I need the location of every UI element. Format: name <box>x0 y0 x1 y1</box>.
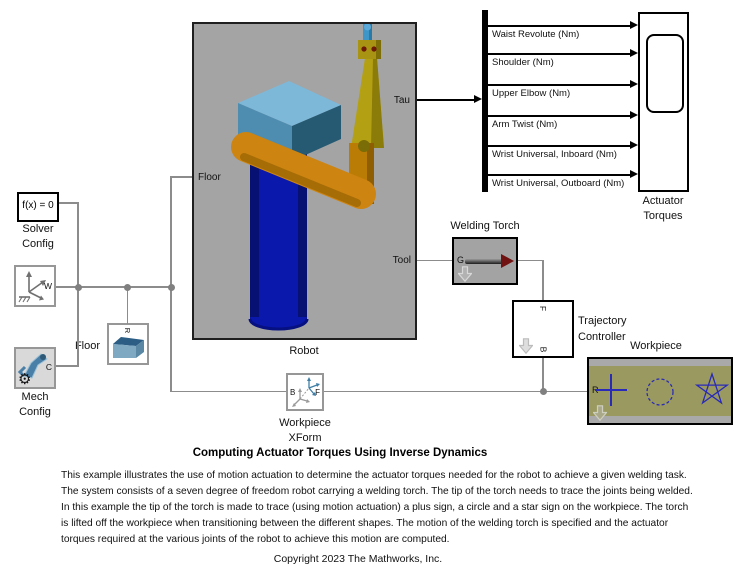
brick-icon <box>113 337 144 358</box>
torque-signal-label: Waist Revolute (Nm) <box>492 29 580 40</box>
signal-arrowhead-icon <box>630 111 638 120</box>
wire-world-main[interactable] <box>56 286 172 288</box>
plus-symbol <box>595 374 627 406</box>
tau-arrowhead-icon <box>474 95 482 104</box>
port-label-f: F <box>538 305 549 312</box>
wire-tool[interactable] <box>417 259 452 261</box>
workpiece-xform-block[interactable]: B F <box>286 373 324 411</box>
trajectory-controller-label: Trajectory Controller <box>578 315 627 343</box>
torque-signal-wire[interactable] <box>488 145 630 147</box>
actuator-torques-scope-block[interactable] <box>638 12 689 192</box>
signal-arrowhead-icon <box>630 49 638 58</box>
robot-block[interactable]: Floor Tau Tool <box>192 22 417 340</box>
world-frame-icon <box>18 271 46 303</box>
trajectory-controller-block[interactable]: F B <box>512 300 574 358</box>
mech-config-label: Mech Config <box>19 391 51 418</box>
port-label-tau: Tau <box>393 95 410 106</box>
torch-rod-icon <box>465 259 505 264</box>
look-inside-icon[interactable] <box>458 266 472 282</box>
floor-brick-label: Floor <box>74 340 100 352</box>
wire-torch-out-h[interactable] <box>518 259 544 261</box>
demux-bar-block[interactable] <box>482 10 488 192</box>
robot-arm-icon <box>17 353 48 379</box>
annotation-description: This example illustrates the use of moti… <box>61 470 693 545</box>
welding-torch-block[interactable]: G <box>452 237 518 285</box>
workpiece-label: Workpiece <box>630 340 682 352</box>
port-label-c: C <box>45 362 52 372</box>
wire-torch-out-v[interactable] <box>542 259 544 301</box>
world-frame-block[interactable]: W <box>14 265 56 307</box>
junction-dot <box>124 283 131 291</box>
workpiece-bottom-strip <box>589 416 731 423</box>
wire-xform-out[interactable] <box>324 390 587 392</box>
port-label-g: G <box>457 255 465 265</box>
torque-signal-label: Arm Twist (Nm) <box>492 119 558 130</box>
signal-arrowhead-icon <box>630 21 638 30</box>
scope-screen <box>646 34 684 113</box>
port-label-f: F <box>315 388 320 397</box>
mech-config-block[interactable]: ⚙ C <box>14 347 56 389</box>
transform-icon <box>292 377 320 407</box>
solver-config-label: Solver Config <box>22 223 54 250</box>
torque-signal-label: Wrist Universal, Outboard (Nm) <box>492 178 625 189</box>
wire-xform-in[interactable] <box>171 390 286 392</box>
torque-signal-wire[interactable] <box>488 84 630 86</box>
gear-icon: ⚙ <box>18 370 32 388</box>
junction-dot <box>167 283 175 291</box>
robot-label: Robot <box>289 345 319 357</box>
signal-arrowhead-icon <box>630 170 638 179</box>
workpiece-xform-label: Workpiece XForm <box>279 417 331 444</box>
workpiece-top-strip <box>589 359 731 366</box>
torque-signal-wire[interactable] <box>488 25 630 27</box>
wire-floor-brick[interactable] <box>126 287 128 324</box>
port-label-tool: Tool <box>392 255 411 266</box>
scope-label: Actuator Torques <box>642 195 684 222</box>
torque-signal-label: Upper Elbow (Nm) <box>492 88 571 99</box>
wire-controller-b[interactable] <box>542 358 544 392</box>
solver-config-block[interactable]: f(x) = 0 <box>17 192 59 222</box>
wire-tau-signal[interactable] <box>417 99 475 101</box>
solver-config-text: f(x) = 0 <box>22 200 54 211</box>
port-label-b: B <box>538 346 549 353</box>
wire-robot-floor[interactable] <box>171 176 192 178</box>
look-inside-icon[interactable] <box>519 338 533 354</box>
star-symbol <box>694 371 730 405</box>
port-label-floor: Floor <box>198 172 221 183</box>
wire-solver[interactable] <box>59 202 79 204</box>
torch-tip-icon <box>501 254 514 268</box>
port-label-b: B <box>290 388 296 397</box>
wire-mech[interactable] <box>56 365 79 367</box>
welding-torch-label: Welding Torch <box>450 220 520 232</box>
floor-brick-block[interactable]: R <box>107 323 149 365</box>
robot-3d-preview <box>231 24 384 331</box>
weld-shapes-icon <box>595 371 730 406</box>
port-label-w: W <box>43 281 52 291</box>
torque-signal-label: Shoulder (Nm) <box>492 57 554 68</box>
torque-signal-label: Wrist Universal, Inboard (Nm) <box>492 149 617 160</box>
look-inside-icon[interactable] <box>593 405 607 421</box>
annotation-copyright: Copyright 2023 The Mathworks, Inc. <box>273 553 443 565</box>
junction-dot <box>539 387 547 395</box>
circle-symbol <box>646 378 674 406</box>
torque-signal-wire[interactable] <box>488 174 630 176</box>
torque-signal-wire[interactable] <box>488 115 630 117</box>
signal-arrowhead-icon <box>630 141 638 150</box>
workpiece-block[interactable]: R <box>587 357 733 425</box>
junction-dot <box>74 283 82 291</box>
torque-signal-wire[interactable] <box>488 53 630 55</box>
signal-arrowhead-icon <box>630 80 638 89</box>
annotation-title: Computing Actuator Torques Using Inverse… <box>192 447 488 459</box>
